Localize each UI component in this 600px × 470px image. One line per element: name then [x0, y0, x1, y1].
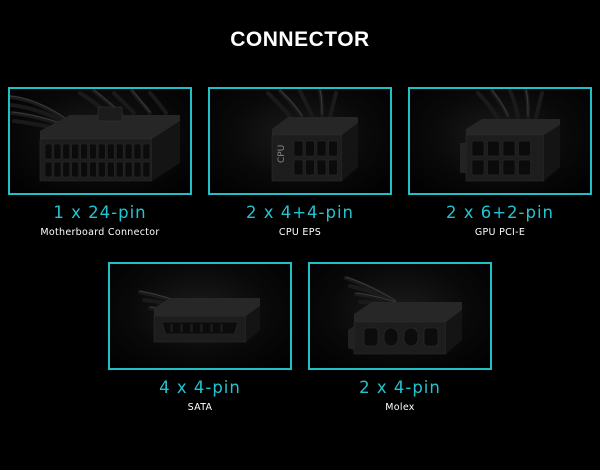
pin-socket	[115, 161, 124, 178]
pin-socket	[487, 140, 500, 157]
atx-24pin-connector-icon	[10, 89, 180, 182]
connector-count: 2 x 4-pin	[359, 378, 441, 397]
connector-card-24pin: 1 x 24-pin Motherboard Connector	[8, 87, 192, 238]
pin-socket	[107, 143, 115, 160]
pin-socket	[89, 161, 97, 178]
connector-image-frame	[8, 87, 192, 195]
pin-socket	[133, 143, 142, 160]
connector-card-sata: 4 x 4-pin SATA	[108, 262, 292, 413]
pin-socket	[133, 161, 142, 178]
pin-socket	[71, 143, 79, 160]
pin-socket	[293, 159, 304, 176]
connector-count: 4 x 4-pin	[159, 378, 241, 397]
connector-label: SATA	[187, 402, 213, 413]
connector-image-frame	[308, 262, 492, 370]
cpu-marking: CPU	[277, 145, 287, 163]
pin-socket	[471, 159, 485, 176]
pin-socket	[80, 161, 88, 178]
pin-socket	[305, 140, 315, 157]
pin-socket	[80, 143, 88, 160]
pin-socket	[142, 161, 151, 178]
molex-connector-icon	[344, 276, 462, 355]
pin-socket	[487, 159, 500, 176]
connector-card-gpu-pcie: 2 x 6+2-pin GPU PCI-E	[408, 87, 592, 238]
connector-label: Molex	[385, 402, 415, 413]
pin-socket	[89, 143, 97, 160]
pin-socket	[107, 161, 115, 178]
pin-socket	[518, 140, 531, 157]
pin-socket	[44, 161, 53, 178]
pin-socket	[471, 140, 485, 157]
pin-socket	[328, 159, 338, 176]
connector-card-molex: 2 x 4-pin Molex	[308, 262, 492, 413]
pin-socket	[53, 161, 62, 178]
cpu-eps-connector-icon: CPU	[266, 89, 358, 182]
pin-socket	[502, 140, 516, 157]
pin-socket	[316, 159, 327, 176]
connector-label: GPU PCI-E	[474, 227, 526, 238]
pin-socket	[98, 143, 106, 160]
connector-card-cpu-eps: CPU 2 x 4+4-pin CPU EPS	[208, 87, 392, 238]
pin-socket	[62, 161, 71, 178]
pin-socket	[62, 143, 71, 160]
connector-count: 2 x 4+4-pin	[245, 203, 355, 222]
pin-socket	[124, 143, 133, 160]
page-title: CONNECTOR	[230, 28, 370, 51]
connector-image-frame	[408, 87, 592, 195]
pin-socket	[115, 143, 124, 160]
connector-label: Motherboard Connector	[40, 227, 160, 238]
connector-count: 1 x 24-pin	[53, 203, 147, 222]
connector-image-frame	[108, 262, 292, 370]
pin-socket	[142, 143, 151, 160]
pin-socket	[502, 159, 516, 176]
pin-socket	[44, 143, 53, 160]
pin-socket	[53, 143, 62, 160]
pin-socket	[316, 140, 327, 157]
pin-socket	[124, 161, 133, 178]
pin-socket	[328, 140, 338, 157]
pcie-connector-icon	[460, 89, 560, 182]
sata-connector-icon	[138, 290, 260, 343]
pin-socket	[518, 159, 531, 176]
pin-socket	[293, 140, 304, 157]
connector-image-frame: CPU	[208, 87, 392, 195]
pin-socket	[98, 161, 106, 178]
pin-socket	[71, 161, 79, 178]
pin-socket	[305, 159, 315, 176]
connector-count: 2 x 6+2-pin	[445, 203, 555, 222]
connector-label: CPU EPS	[278, 227, 322, 238]
